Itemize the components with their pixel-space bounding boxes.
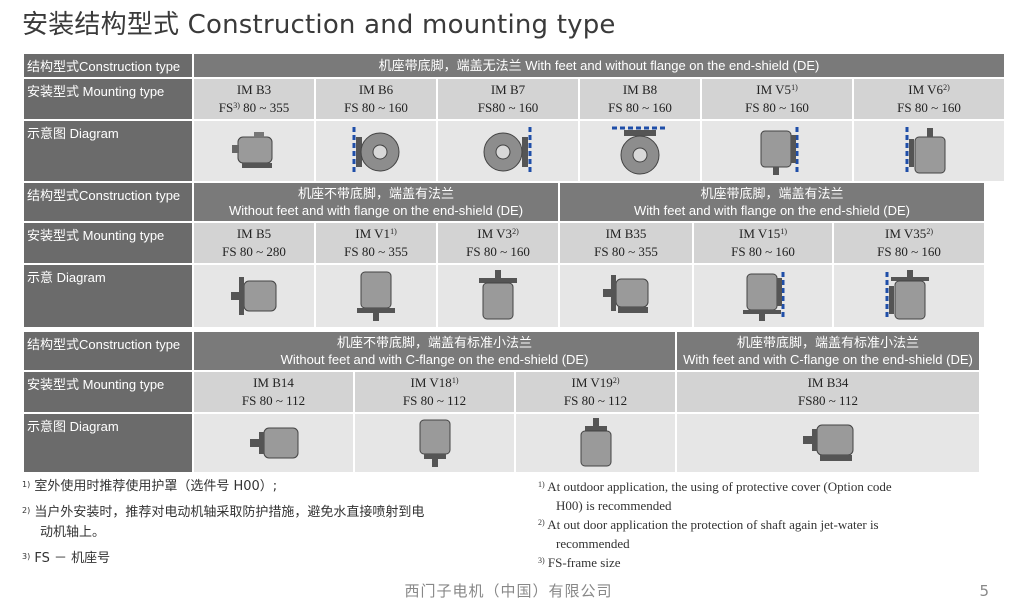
motor-cflange-vertical-icon: [419, 419, 450, 467]
motor-wall-mount-icon: [483, 127, 532, 175]
footnote-en-2: 2) At out door application the protectio…: [538, 517, 879, 532]
mounting-cell-v3: IM V32)FS 80 ~ 160: [438, 223, 558, 263]
diagram-label: 示意图 Diagram: [24, 414, 192, 472]
motor-cflange-feet-icon: [803, 424, 854, 461]
mounting-cell-v18: IM V181)FS 80 ~ 112: [355, 372, 514, 412]
diagram-cell-b35: [560, 265, 692, 327]
section-1-table: 结构型式Construction type 机座带底脚，端盖无法兰 With f…: [22, 52, 1006, 183]
mounting-cell-v15: IM V151)FS 80 ~ 160: [694, 223, 832, 263]
motor-vertical-wall-icon: [905, 127, 946, 175]
diagram-cell-v15: [694, 265, 832, 327]
motor-feet-flange-icon: [603, 275, 649, 313]
mounting-cell-v6: IM V62)FS 80 ~ 160: [854, 79, 1004, 119]
diagram-cell-v35: [834, 265, 984, 327]
motor-wall-mount-icon: [352, 127, 400, 175]
mounting-label: 安装型式 Mounting type: [24, 372, 192, 412]
footnote-en-3: 3) FS-frame size: [538, 555, 621, 570]
diagram-cell-b7: [438, 121, 578, 181]
footnote-cn-3: 3) FS － 机座号: [22, 551, 111, 566]
motor-ceiling-mount-icon: [612, 126, 668, 175]
footnotes-cn: 1) 室外使用时推荐使用护罩（选件号 H00）; 2) 当户外安装时，推荐对电动…: [22, 477, 502, 569]
motor-flange-vertical-icon: [357, 271, 395, 321]
footnote-en-2b: recommended: [556, 536, 630, 551]
construction-label: 结构型式Construction type: [24, 332, 192, 370]
motor-flange-vertical-icon: [479, 270, 517, 320]
construction-label: 结构型式Construction type: [24, 54, 192, 77]
diagram-cell-v5: [702, 121, 852, 181]
motor-feet-horizontal-icon: [232, 132, 273, 168]
diagram-cell-v3: [438, 265, 558, 327]
mounting-label: 安装型式 Mounting type: [24, 223, 192, 263]
motor-flange-horizontal-icon: [231, 277, 277, 315]
diagram-cell-b5: [194, 265, 314, 327]
diagram-cell-v6: [854, 121, 1004, 181]
footnote-en-1: 1) At outdoor application, the using of …: [538, 479, 892, 494]
section-1-header: 机座带底脚，端盖无法兰 With feet and without flange…: [194, 54, 1004, 77]
motor-cflange-vertical-icon: [580, 418, 611, 467]
diagram-label: 示意 Diagram: [24, 265, 192, 327]
diagram-cell-v19: [516, 414, 675, 472]
footnote-cn-1: 1) 室外使用时推荐使用护罩（选件号 H00）;: [22, 479, 278, 494]
footer-company: 西门子电机（中国）有限公司: [404, 582, 613, 600]
diagram-cell-b6: [316, 121, 436, 181]
footnotes-en: 1) At outdoor application, the using of …: [538, 477, 990, 572]
footnote-cn-2b: 动机轴上。: [40, 525, 106, 540]
diagram-label: 示意图 Diagram: [24, 121, 192, 181]
mounting-cell-v19: IM V192)FS 80 ~ 112: [516, 372, 675, 412]
motor-cflange-horizontal-icon: [249, 427, 298, 459]
mounting-cell-v5: IM V51)FS 80 ~ 160: [702, 79, 852, 119]
motor-vertical-wall-icon: [885, 270, 929, 320]
diagram-cell-b8: [580, 121, 700, 181]
diagram-cell-b3: [194, 121, 314, 181]
diagram-cell-v1: [316, 265, 436, 327]
diagram-cell-v18: [355, 414, 514, 472]
footnote-cn-2: 2) 当户外安装时，推荐对电动机轴采取防护措施，避免水直接喷射到电: [22, 505, 425, 520]
page-number: 5: [979, 582, 989, 600]
mounting-cell-v35: IM V352)FS 80 ~ 160: [834, 223, 984, 263]
diagram-cell-b34: [677, 414, 979, 472]
footnote-en-1b: H00) is recommended: [556, 498, 672, 513]
diagram-cell-b14: [194, 414, 353, 472]
motor-vertical-wall-icon: [743, 272, 785, 321]
mounting-cell-v1: IM V11)FS 80 ~ 355: [316, 223, 436, 263]
construction-label: 结构型式Construction type: [24, 183, 192, 221]
page-title: 安装结构型式 Construction and mounting type: [22, 10, 616, 40]
motor-vertical-wall-icon: [760, 127, 799, 175]
mounting-label: 安装型式 Mounting type: [24, 79, 192, 119]
